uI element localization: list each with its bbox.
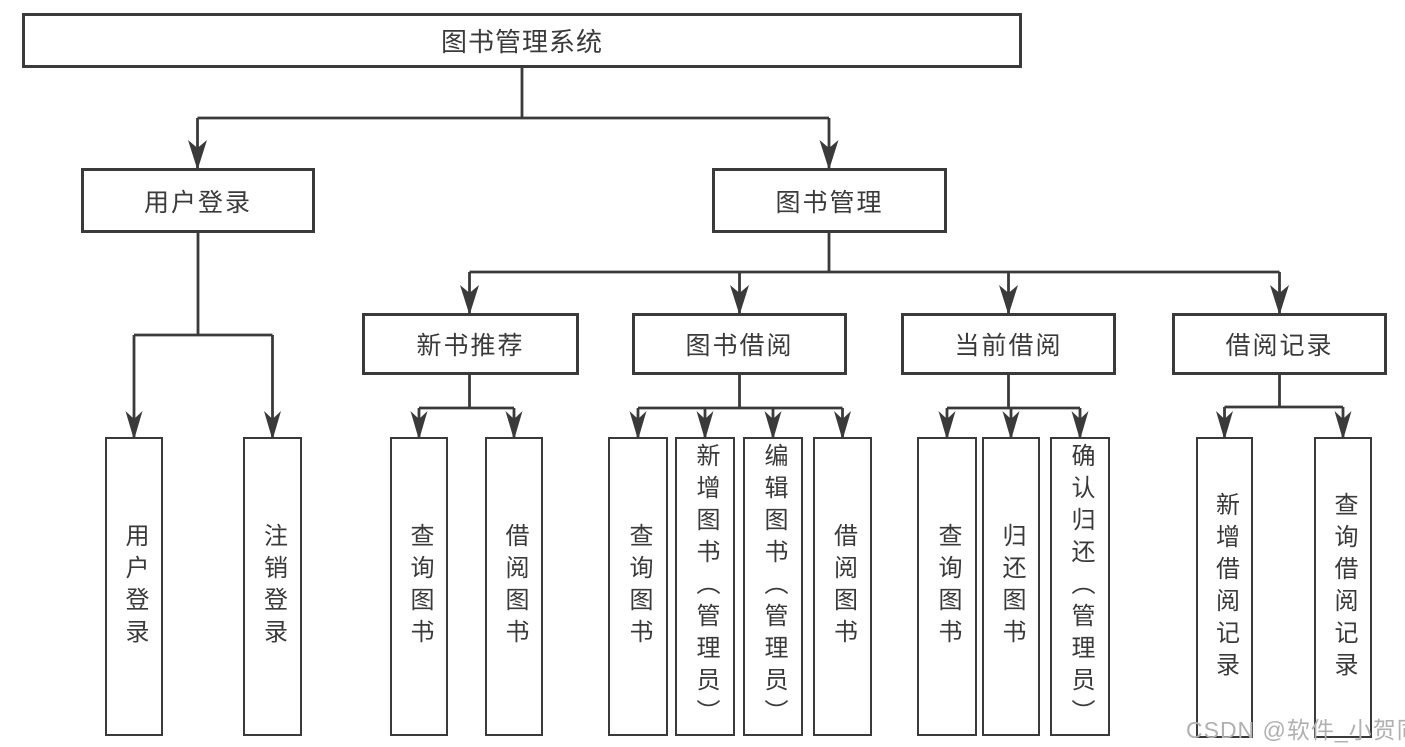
arrow-leaf-cb-query	[938, 411, 956, 440]
watermark: CSDN @软件_小贺同学	[1186, 717, 1405, 743]
node-borrow-records: 借阅记录	[1172, 313, 1387, 375]
node-book-borrow: 图书借阅	[632, 313, 847, 375]
leaf-cb-query-books: 查询图书	[917, 437, 977, 736]
leaf-bb-borrow-books: 借阅图书	[813, 437, 872, 736]
arrow-book-management	[819, 140, 839, 170]
leaf-br-add-record-label: 新增借阅记录	[1211, 491, 1239, 684]
leaf-cb-confirm-return-admin-label: 确认归还（管理员）	[1067, 442, 1094, 731]
arrow-leaf-cb-confirm	[1071, 411, 1089, 440]
arrow-leaf-bb-edit	[764, 411, 782, 440]
arrow-leaf-nb-borrow	[505, 411, 523, 440]
leaf-nb-borrow-books-label: 借阅图书	[501, 522, 528, 651]
leaf-cb-return-books: 归还图书	[982, 437, 1040, 736]
arrowheads	[125, 140, 1352, 440]
arrow-leaf-br-query	[1334, 411, 1352, 440]
leaf-cb-return-books-label: 归还图书	[998, 522, 1025, 651]
arrow-leaf-nb-query	[410, 411, 428, 440]
leaf-nb-query-books: 查询图书	[390, 437, 448, 736]
node-book-management-label: 图书管理	[775, 188, 884, 217]
node-root-label: 图书管理系统	[440, 27, 603, 57]
leaf-logout: 注销登录	[243, 437, 302, 736]
leaf-user-login-label: 用户登录	[121, 522, 148, 651]
node-root: 图书管理系统	[22, 13, 1022, 68]
leaf-logout-label: 注销登录	[259, 522, 287, 651]
arrow-leaf-bb-add	[696, 411, 714, 440]
node-current-borrow-label: 当前借阅	[954, 332, 1063, 360]
leaf-user-login: 用户登录	[105, 437, 163, 736]
arrow-leaf-user-login	[125, 411, 143, 440]
leaf-bb-add-books-admin-label: 新增图书（管理员）	[692, 442, 719, 731]
arrow-new-book-recommend	[460, 285, 479, 315]
node-borrow-records-label: 借阅记录	[1225, 332, 1334, 360]
leaf-br-add-record: 新增借阅记录	[1196, 437, 1253, 738]
arrow-leaf-cb-return	[1002, 411, 1020, 440]
leaf-br-query-record: 查询借阅记录	[1314, 437, 1372, 738]
arrow-leaf-bb-borrow	[834, 411, 851, 440]
leaf-cb-query-books-label: 查询图书	[934, 522, 961, 651]
leaf-bb-query-books: 查询图书	[608, 437, 668, 736]
arrow-leaf-br-add	[1216, 411, 1233, 440]
arrow-borrow-records	[1270, 285, 1289, 315]
arrow-user-login	[188, 140, 207, 170]
leaf-bb-edit-books-admin-label: 编辑图书（管理员）	[760, 442, 787, 731]
leaf-bb-borrow-books-label: 借阅图书	[829, 522, 857, 651]
node-book-management: 图书管理	[712, 168, 947, 233]
node-current-borrow: 当前借阅	[901, 313, 1116, 375]
leaf-cb-confirm-return-admin: 确认归还（管理员）	[1050, 437, 1110, 736]
leaf-br-query-record-label: 查询借阅记录	[1330, 491, 1357, 684]
arrow-book-borrow	[730, 285, 749, 315]
node-new-book-recommend: 新书推荐	[362, 313, 579, 375]
node-book-borrow-label: 图书借阅	[685, 332, 794, 360]
node-user-login-label: 用户登录	[143, 188, 252, 217]
leaf-nb-borrow-books: 借阅图书	[485, 437, 543, 736]
node-user-login: 用户登录	[81, 168, 315, 233]
leaf-bb-add-books-admin: 新增图书（管理员）	[675, 437, 735, 736]
leaf-bb-edit-books-admin: 编辑图书（管理员）	[743, 437, 803, 736]
arrow-leaf-bb-query	[629, 411, 647, 440]
arrow-leaf-logout	[264, 411, 281, 440]
leaf-bb-query-books-label: 查询图书	[625, 522, 652, 651]
node-new-book-recommend-label: 新书推荐	[416, 332, 525, 360]
leaf-nb-query-books-label: 查询图书	[406, 522, 433, 651]
arrow-current-borrow	[999, 285, 1018, 315]
